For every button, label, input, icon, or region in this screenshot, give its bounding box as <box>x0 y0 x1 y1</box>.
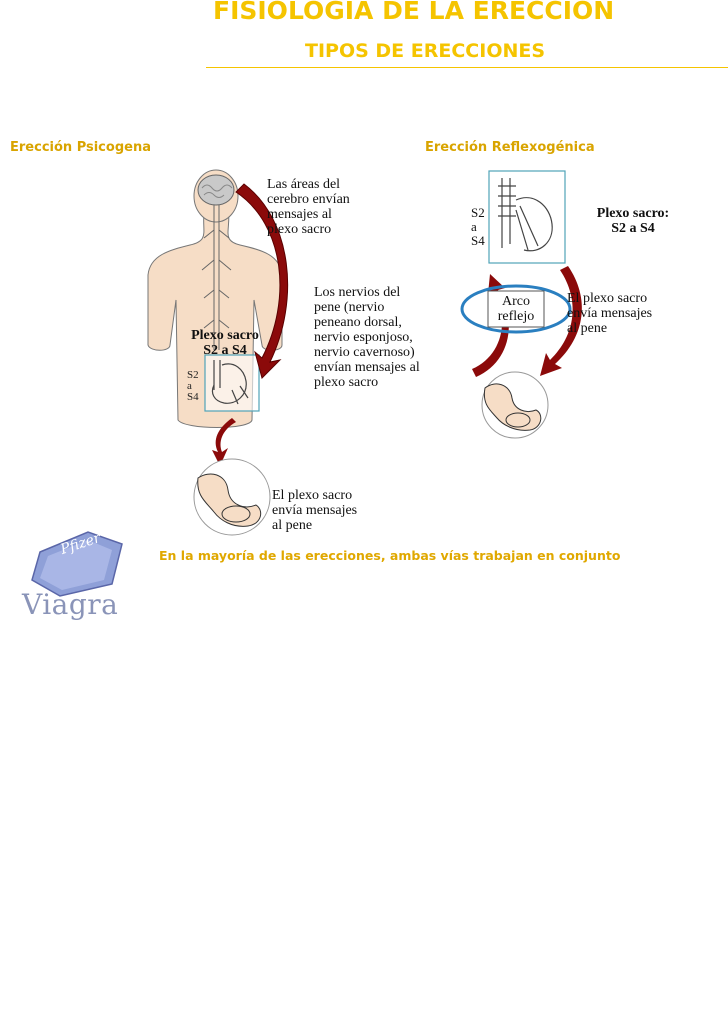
brain-icon <box>197 174 235 206</box>
footer-note: En la mayoría de las erecciones, ambas v… <box>159 548 621 563</box>
nerves-note: Los nervios del pene (nervio peneano dor… <box>314 285 420 390</box>
penis-note-right: El plexo sacro envía mensajes al pene <box>567 291 653 336</box>
spine-labels-left: S2 a S4 <box>187 369 199 403</box>
penis-cross-section-left <box>193 458 271 536</box>
reflex-arc-box <box>487 290 545 328</box>
viagra-logo-text: Viagra <box>22 588 119 621</box>
arrow-brain-to-plexus <box>235 183 289 379</box>
pelvis-icon <box>211 360 249 405</box>
reflex-arc-label: Arco reflejo <box>497 294 535 324</box>
penis-cross-section-right <box>481 371 549 439</box>
spine-pelvis-icon-right <box>498 178 553 252</box>
spinal-cord-icon <box>201 205 232 350</box>
brain-note: Las áreas del cerebro envían mensajes al… <box>267 177 350 237</box>
plexus-label-left: Plexo sacro S2 a S4 <box>191 328 259 358</box>
spine-pelvis-box-right <box>488 170 566 264</box>
viagra-pill-logo <box>31 531 123 597</box>
heading-psicogena: Erección Psicogena <box>10 140 151 155</box>
heading-reflexogenica: Erección Reflexogénica <box>425 140 595 155</box>
plexus-label-right: Plexo sacro: S2 a S4 <box>596 206 670 236</box>
reflex-arc-ellipse <box>460 284 572 334</box>
header-underline <box>206 67 728 68</box>
page-subtitle: TIPOS DE ERECCIONES <box>305 40 546 62</box>
arrow-plexus-to-penis-right <box>540 266 582 376</box>
arrow-plexus-to-penis-left <box>212 418 236 466</box>
page-title: FISIOLOGIA DE LA ERECCION <box>213 0 615 25</box>
spine-labels-right: S2 a S4 <box>471 205 485 248</box>
penis-note-left: El plexo sacro envía mensajes al pene <box>272 488 358 533</box>
